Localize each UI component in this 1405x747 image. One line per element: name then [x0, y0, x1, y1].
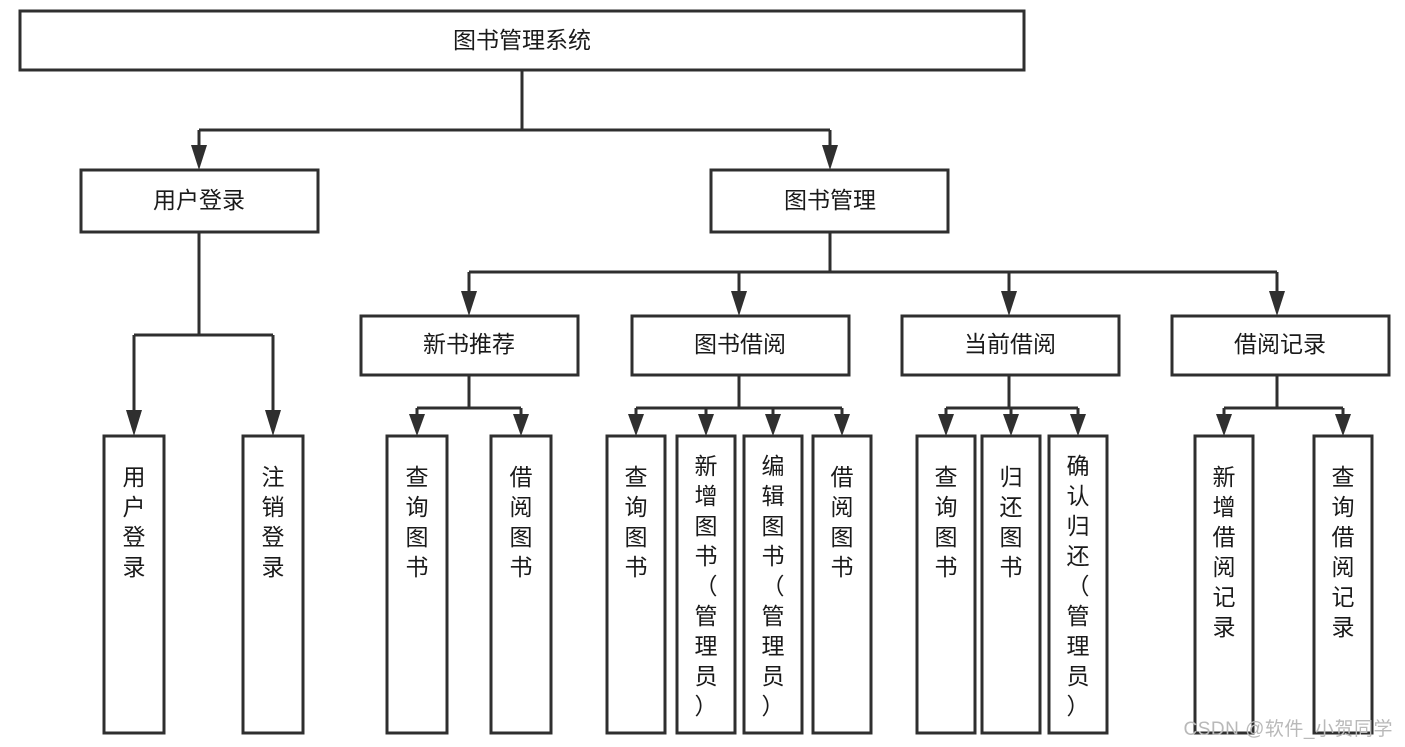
arrow-head-bb-leaf-4 [834, 414, 850, 436]
arrow-head-borrow-record [1269, 291, 1285, 316]
arrow-head-br-leaf-1 [1216, 414, 1232, 436]
leaf-current-borrow-3[interactable]: 确认归还（管理员） [1047, 434, 1109, 735]
leaf-user-login-2-box[interactable] [241, 434, 305, 735]
node-book-management[interactable]: 图书管理 [709, 168, 950, 234]
arrow-head-cb-leaf-2 [1003, 414, 1019, 436]
leaf-new-book-1-box[interactable] [385, 434, 449, 735]
arrow-head-bb-leaf-1 [628, 414, 644, 436]
leaf-user-login-2[interactable]: 注销登录 [241, 434, 305, 735]
leaf-book-borrow-2[interactable]: 新增图书（管理员） [675, 434, 737, 735]
leaf-current-borrow-1-label: 查询图书 [935, 464, 958, 580]
leaf-current-borrow-2[interactable]: 归还图书 [980, 434, 1042, 735]
leaf-current-borrow-1[interactable]: 查询图书 [915, 434, 977, 735]
node-user-login[interactable]: 用户登录 [79, 168, 320, 234]
arrow-head-cb-leaf-3 [1070, 414, 1086, 436]
node-current-borrow[interactable]: 当前借阅 [900, 314, 1121, 377]
node-book-management-label: 图书管理 [784, 187, 876, 213]
leaf-borrow-record-2[interactable]: 查询借阅记录 [1312, 434, 1374, 735]
node-new-book-recommend[interactable]: 新书推荐 [359, 314, 580, 377]
node-current-borrow-box[interactable] [900, 314, 1121, 377]
arrow-head-br-leaf-2 [1335, 414, 1351, 436]
leaf-current-borrow-2-label: 归还图书 [1000, 464, 1023, 580]
leaf-book-borrow-3[interactable]: 编辑图书（管理员） [742, 434, 804, 735]
leaf-current-borrow-3-label: 确认归还（管理员） [1067, 453, 1090, 719]
node-book-borrow-box[interactable] [630, 314, 851, 377]
leaf-new-book-1[interactable]: 查询图书 [385, 434, 449, 735]
node-root-system-box[interactable] [18, 9, 1026, 72]
leaf-new-book-1-label: 查询图书 [406, 464, 429, 580]
node-current-borrow-label: 当前借阅 [964, 331, 1056, 357]
arrow-head-bb-leaf-2 [698, 414, 714, 436]
node-borrow-record[interactable]: 借阅记录 [1170, 314, 1391, 377]
arrow-head-user-login [191, 145, 207, 170]
leaf-book-borrow-2-label: 新增图书（管理员） [695, 453, 718, 719]
leaf-book-borrow-1[interactable]: 查询图书 [605, 434, 667, 735]
leaf-borrow-record-1-label: 新增借阅记录 [1213, 464, 1236, 640]
leaf-user-login-2-label: 注销登录 [262, 464, 285, 580]
leaf-borrow-record-1-box[interactable] [1193, 434, 1255, 735]
leaf-user-login-1-label: 用户登录 [123, 464, 146, 580]
leaf-book-borrow-4-label: 借阅图书 [831, 464, 854, 580]
arrow-head-new-book [461, 291, 477, 316]
leaf-book-borrow-1-box[interactable] [605, 434, 667, 735]
node-new-book-recommend-box[interactable] [359, 314, 580, 377]
leaf-book-borrow-1-label: 查询图书 [625, 464, 648, 580]
arrow-head-cb-leaf-1 [938, 414, 954, 436]
connector-layer [126, 70, 1351, 436]
arrow-head-current-borrow [1001, 291, 1017, 316]
leaf-current-borrow-2-box[interactable] [980, 434, 1042, 735]
leaf-book-borrow-4[interactable]: 借阅图书 [811, 434, 873, 735]
node-book-borrow[interactable]: 图书借阅 [630, 314, 851, 377]
node-root-system[interactable]: 图书管理系统 [18, 9, 1026, 72]
node-borrow-record-box[interactable] [1170, 314, 1391, 377]
leaf-borrow-record-1[interactable]: 新增借阅记录 [1193, 434, 1255, 735]
node-user-login-label: 用户登录 [153, 187, 245, 213]
leaf-new-book-2-label: 借阅图书 [510, 464, 533, 580]
leaf-borrow-record-2-box[interactable] [1312, 434, 1374, 735]
leaf-user-login-1[interactable]: 用户登录 [102, 434, 166, 735]
node-book-borrow-label: 图书借阅 [694, 331, 786, 357]
leaf-new-book-2[interactable]: 借阅图书 [489, 434, 553, 735]
node-new-book-recommend-label: 新书推荐 [423, 331, 515, 357]
arrow-head-nb-leaf-2 [513, 414, 529, 436]
node-root-system-label: 图书管理系统 [453, 27, 591, 53]
node-user-login-box[interactable] [79, 168, 320, 234]
leaf-book-borrow-4-box[interactable] [811, 434, 873, 735]
node-borrow-record-label: 借阅记录 [1234, 331, 1326, 357]
arrow-head-nb-leaf-1 [409, 414, 425, 436]
leaf-book-borrow-3-box[interactable] [742, 434, 804, 735]
leaf-current-borrow-1-box[interactable] [915, 434, 977, 735]
leaf-user-login-1-box[interactable] [102, 434, 166, 735]
leaf-current-borrow-3-box[interactable] [1047, 434, 1109, 735]
arrow-head-book-borrow [731, 291, 747, 316]
leaf-book-borrow-3-label: 编辑图书（管理员） [762, 453, 785, 719]
arrow-head-leaf-logout [265, 410, 281, 436]
leaf-new-book-2-box[interactable] [489, 434, 553, 735]
arrow-head-bb-leaf-3 [765, 414, 781, 436]
node-book-management-box[interactable] [709, 168, 950, 234]
arrow-head-book-mgmt [822, 145, 838, 170]
leaf-borrow-record-2-label: 查询借阅记录 [1332, 464, 1355, 640]
leaf-book-borrow-2-box[interactable] [675, 434, 737, 735]
arrow-head-leaf-user-login [126, 410, 142, 436]
